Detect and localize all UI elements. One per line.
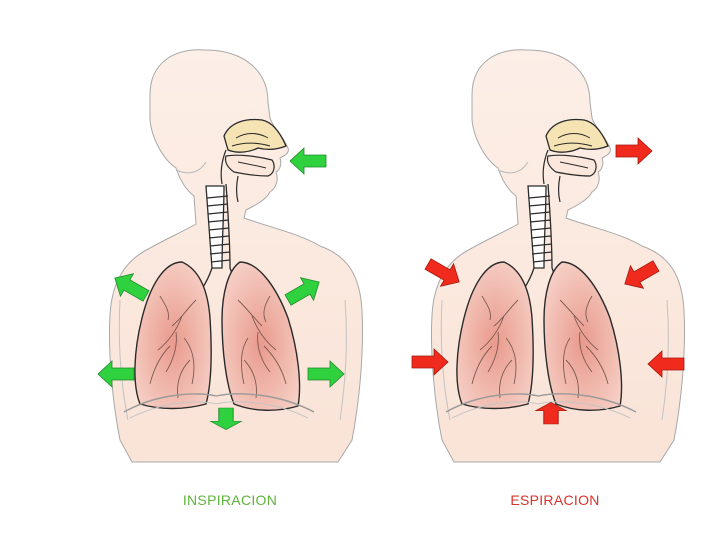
expiration-figure: [411, 49, 686, 463]
inspiration-figure: [97, 49, 364, 463]
inspiration-caption: INSPIRACION: [182, 492, 278, 508]
arrow-outward-icon: [289, 147, 327, 175]
arrow-inward-icon: [615, 137, 653, 165]
expiration-caption: ESPIRACION: [510, 492, 600, 508]
